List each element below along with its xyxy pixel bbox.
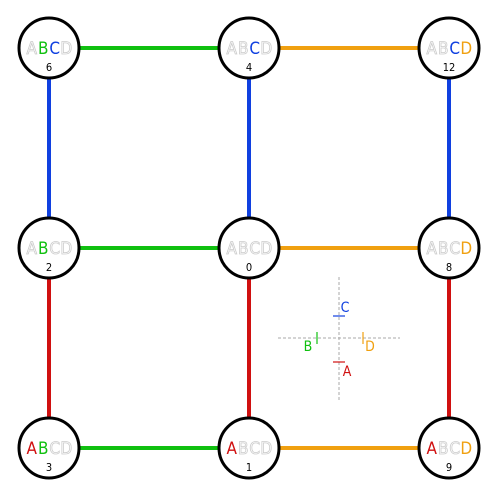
node-letter-b: B [238,239,249,259]
node-letter-b: B [438,39,449,59]
node-letter-b: B [238,39,249,59]
node-letter-d: D [60,39,72,59]
node-letter-b: B [438,239,449,259]
node-letter-a: A [427,239,438,259]
node-circle [217,16,281,80]
node-letter-b: B [238,439,249,459]
node-letter-b: B [38,39,49,59]
node-letter-a: A [427,439,438,459]
node-number: 2 [46,261,52,274]
node-letter-a: A [227,239,238,259]
node-letter-a: A [27,439,38,459]
node-letter-b: B [38,239,49,259]
legend-label-c: C [341,300,350,316]
node-letter-a: A [227,39,238,59]
node-letter-a: A [27,39,38,59]
node-letter-d: D [260,439,272,459]
node-letter-d: D [460,39,472,59]
node-letter-d: D [260,239,272,259]
node-number: 3 [46,461,52,474]
node-circle [17,416,81,480]
node-circle [17,216,81,280]
axis-legend: C A B D [278,277,400,400]
legend-label-a: A [343,364,352,380]
node-letter-b: B [38,439,49,459]
node-letter-d: D [60,439,72,459]
node-letter-b: B [438,439,449,459]
edges-layer [47,46,451,450]
legend-label-b: B [304,339,313,355]
node-number: 4 [246,61,252,74]
node-number: 6 [46,61,52,74]
node-letter-d: D [460,239,472,259]
node-circle [217,416,281,480]
node-letter-c: C [249,439,260,459]
node-circle [417,16,481,80]
node-letter-d: D [60,239,72,259]
legend-label-d: D [365,339,375,355]
node-circle [417,416,481,480]
node-letter-a: A [227,439,238,459]
node-circle [217,216,281,280]
node-number: 0 [246,261,252,274]
node-letter-c: C [49,439,60,459]
node-letter-c: C [249,39,260,59]
node-letter-c: C [449,439,460,459]
node-letter-c: C [249,239,260,259]
node-letter-a: A [427,39,438,59]
node-letter-c: C [449,39,460,59]
node-letter-c: C [49,239,60,259]
node-letter-d: D [460,439,472,459]
node-number: 1 [246,461,252,474]
node-letter-c: C [449,239,460,259]
node-letter-d: D [260,39,272,59]
node-circle [17,16,81,80]
node-circle [417,216,481,280]
node-number: 9 [446,461,452,474]
node-letter-a: A [27,239,38,259]
node-number: 12 [443,61,456,74]
node-letter-c: C [49,39,60,59]
node-number: 8 [446,261,452,274]
